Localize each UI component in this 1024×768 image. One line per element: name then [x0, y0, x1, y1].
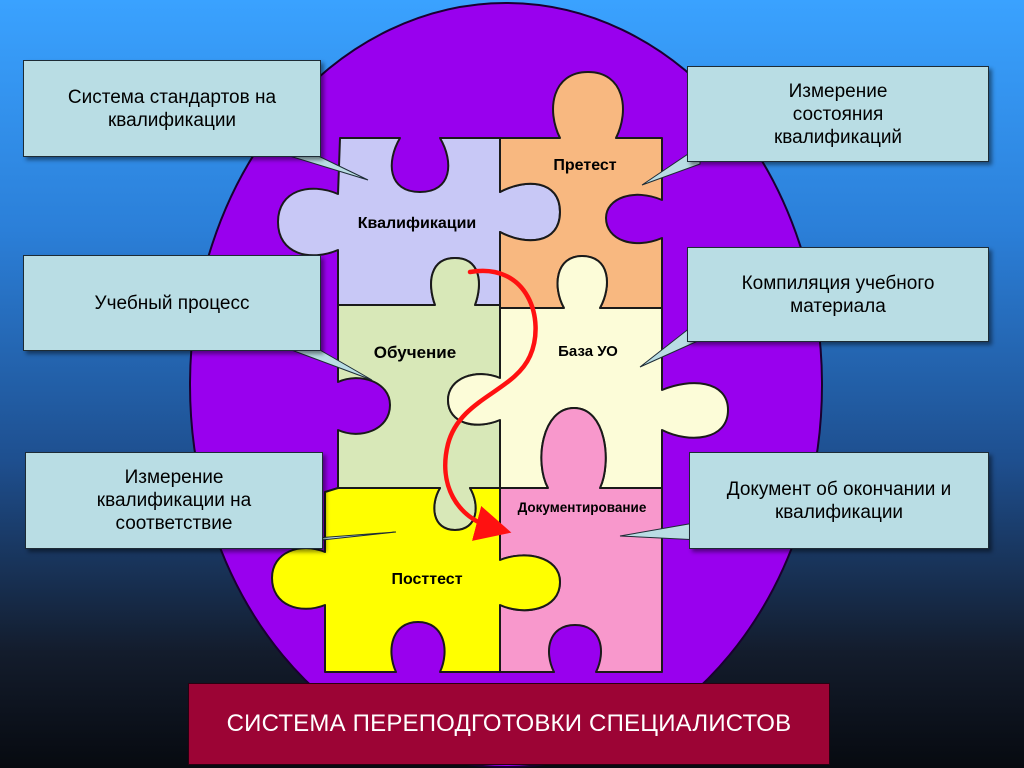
callout-compilation-text: Компиляция учебного материала — [741, 272, 935, 317]
piece-pretest — [499, 71, 663, 309]
callout-compilation: Компиляция учебного материала — [687, 247, 989, 342]
label-pretest: Претест — [553, 157, 616, 174]
callout-measure-state: Измерение состояния квалификаций — [687, 66, 989, 162]
label-training: Обучение — [374, 343, 456, 362]
callout-compliance-text: Измерение квалификации на соответствие — [96, 467, 252, 534]
callout-certificate: Документ об окончании и квалификации — [689, 452, 989, 549]
footer-title: СИСТЕМА ПЕРЕПОДГОТОВКИ СПЕЦИАЛИСТОВ — [226, 710, 792, 737]
process-flow-arrow — [443, 268, 538, 541]
callout-compliance: Измерение квалификации на соответствие — [25, 452, 323, 549]
label-posttest: Посттест — [391, 571, 462, 588]
callout-standards: Система стандартов на квалификации — [23, 60, 321, 157]
callout-measure-state-text: Измерение состояния квалификаций — [773, 80, 903, 148]
label-qualifications: Квалификации — [358, 215, 477, 232]
callout-standards-text: Система стандартов на квалификации — [67, 86, 277, 131]
label-database: База УО — [558, 343, 618, 360]
callout-learning-process: Учебный процесс — [23, 255, 321, 351]
callout-learning-process-text: Учебный процесс — [94, 292, 250, 314]
footer-title-banner: СИСТЕМА ПЕРЕПОДГОТОВКИ СПЕЦИАЛИСТОВ — [188, 683, 830, 765]
callout-certificate-text: Документ об окончании и квалификации — [726, 478, 952, 523]
label-documenting: Документирование — [518, 500, 647, 515]
